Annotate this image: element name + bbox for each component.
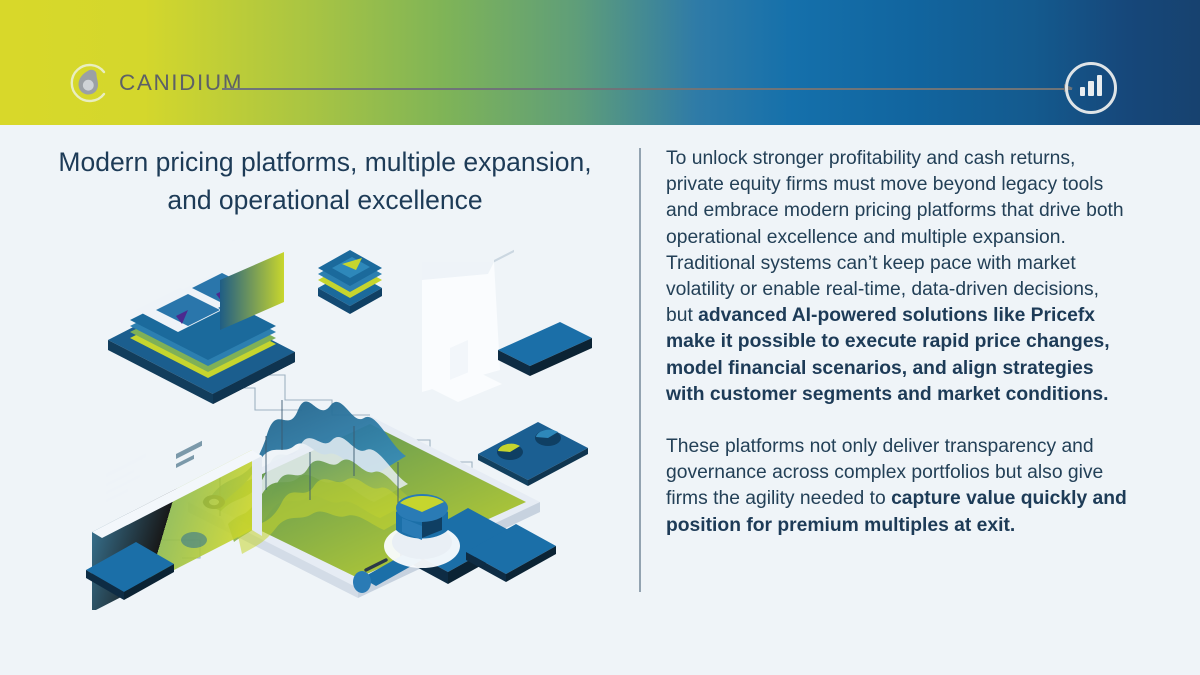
isometric-data-analytics-illustration (70, 240, 630, 610)
blue-tile-bottom-right (466, 524, 556, 582)
paragraph-2-bold: capture value quickly and position for p… (666, 488, 1127, 536)
gauge-card (478, 249, 588, 486)
paragraph-2-lead: These platforms not only deliver transpa… (666, 436, 1104, 510)
header-banner: CANIDIUM (0, 0, 1200, 125)
canidium-droplet-logo-icon (68, 62, 110, 104)
brand-name: CANIDIUM (119, 70, 244, 95)
paragraph-2: These platforms not only deliver transpa… (666, 434, 1128, 539)
paragraph-1-bold: advanced AI-powered solutions like Price… (666, 305, 1110, 405)
paragraph-1-lead: To unlock stronger profitability and cas… (666, 148, 1124, 327)
blue-tablet-right (498, 322, 592, 376)
bar-chart-card (220, 240, 284, 330)
stacked-database-cubes (318, 250, 382, 314)
layered-server-stack (108, 273, 295, 404)
bar-chart-icon (1065, 62, 1117, 114)
brand-logo[interactable]: CANIDIUM (68, 62, 243, 104)
imac-monitor (422, 262, 502, 402)
paragraph-1: To unlock stronger profitability and cas… (666, 146, 1128, 408)
page-title: Modern pricing platforms, multiple expan… (58, 147, 592, 216)
blue-tile-lower-left (86, 542, 174, 600)
body-copy: To unlock stronger profitability and cas… (666, 146, 1128, 539)
vertical-divider (639, 148, 641, 592)
arrow-right-line-icon (222, 84, 1073, 92)
